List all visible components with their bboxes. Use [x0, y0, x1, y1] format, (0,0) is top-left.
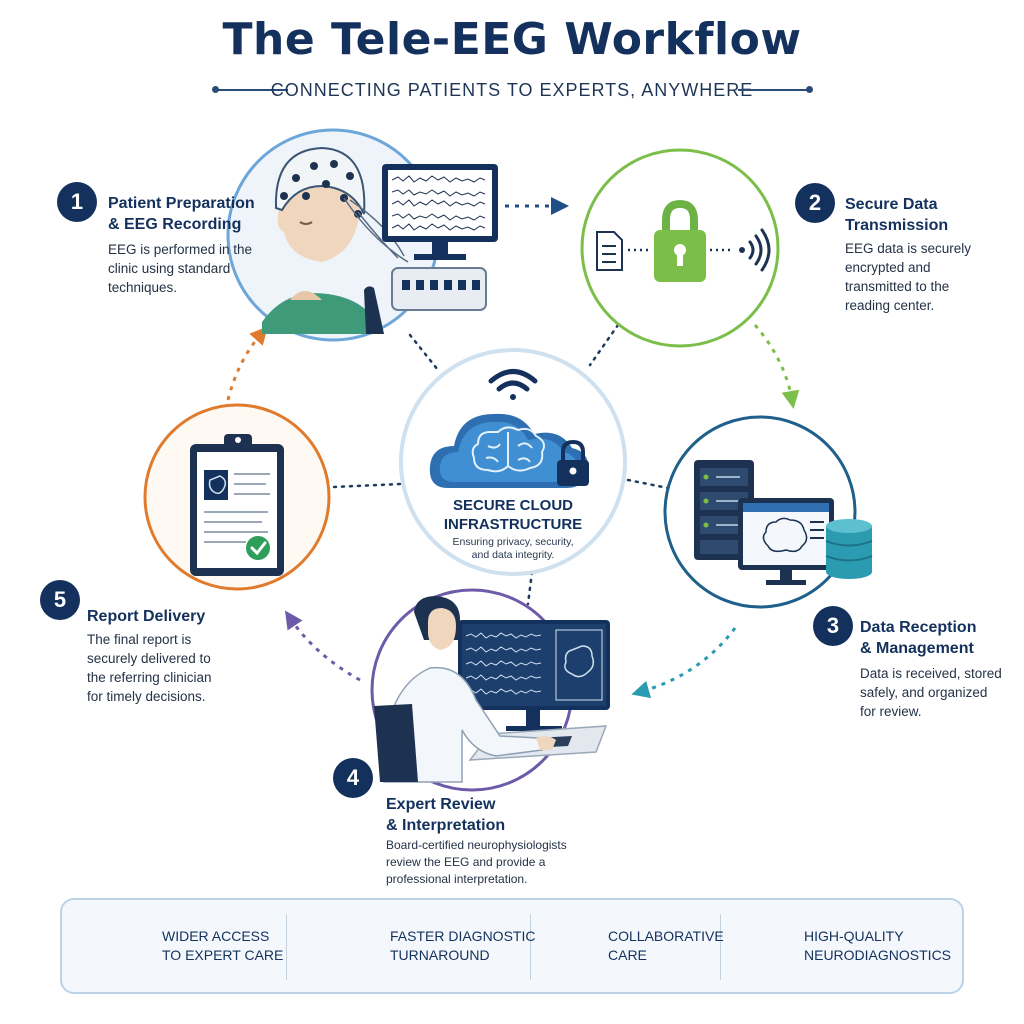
benefit-wider-access: WIDER ACCESS TO EXPERT CARE	[162, 900, 283, 992]
step-1-desc-line-2: clinic using standard	[108, 261, 231, 276]
benefit-label: WIDER ACCESS TO EXPERT CARE	[162, 928, 284, 963]
benefit-divider	[530, 914, 531, 980]
step-2-title-line-1: Secure Data	[845, 196, 938, 213]
benefit-high-quality: HIGH-QUALITY NEURODIAGNOSTICS	[804, 900, 951, 992]
subtitle-dot-left	[212, 86, 219, 93]
step-2-title: Secure Data Transmission	[845, 194, 948, 236]
step-4-desc-line-2: review the EEG and provide a	[386, 855, 546, 869]
step-2-title-line-2: Transmission	[845, 217, 949, 234]
step-5-desc-line-2: securely delivered to	[87, 651, 211, 666]
step-3-desc-line-2: safely, and organized	[860, 685, 988, 700]
page-subtitle: CONNECTING PATIENTS TO EXPERTS, ANYWHERE	[270, 80, 754, 100]
step-5-description: The final report is securely delivered t…	[87, 630, 212, 706]
step-5-desc-line-4: for timely decisions.	[87, 689, 206, 704]
step-2-desc-line-1: EEG data is securely	[845, 241, 972, 256]
step-5-title: Report Delivery	[87, 606, 205, 627]
benefit-divider	[720, 914, 721, 980]
page-title: The Tele-EEG Workflow	[222, 14, 802, 65]
step-3-illustration	[663, 415, 873, 609]
step-2-illustration	[580, 148, 780, 348]
step-2-desc-line-2: encrypted and	[845, 260, 931, 275]
step-2-description: EEG data is securely encrypted and trans…	[845, 239, 971, 315]
step-3-desc-line-1: Data is received, stored	[860, 666, 1002, 681]
arrow-2-to-3	[753, 324, 800, 409]
step-3-title-line-1: Data Reception	[860, 619, 977, 636]
step-4-badge: 4	[333, 758, 373, 798]
hub-desc-line-2: and data integrity.	[471, 549, 555, 561]
step-2-desc-line-3: transmitted to the	[845, 279, 950, 294]
benefit-label: COLLABORATIVE CARE	[608, 928, 724, 963]
step-4-title-line-1: Expert Review	[386, 796, 496, 813]
step-4-desc-line-3: professional interpretation.	[386, 872, 528, 886]
step-2-badge: 2	[795, 183, 835, 223]
benefit-label: HIGH-QUALITY NEURODIAGNOSTICS	[804, 928, 952, 963]
arrow-5-to-1	[226, 326, 268, 401]
step-2-desc-line-4: reading center.	[845, 298, 935, 313]
step-5-title-line-1: Report Delivery	[87, 608, 206, 625]
hub-title: SECURE CLOUD INFRASTRUCTURE	[413, 496, 613, 534]
subtitle-line-left	[218, 89, 288, 91]
step-4-illustration	[370, 588, 610, 792]
step-4-title: Expert Review & Interpretation	[386, 794, 505, 836]
step-1-title-line-1: Patient Preparation	[108, 195, 255, 212]
step-1-badge: 1	[57, 182, 97, 222]
step-5-badge: 5	[40, 580, 80, 620]
step-3-badge: 3	[813, 606, 853, 646]
step-3-title: Data Reception & Management	[860, 617, 976, 659]
subtitle-dot-right	[806, 86, 813, 93]
subtitle-line-right	[738, 89, 808, 91]
hub-desc-line-1: Ensuring privacy, security,	[452, 536, 574, 548]
step-5-desc-line-1: The final report is	[87, 632, 192, 647]
step-4-desc-line-1: Board-certified neurophysiologists	[386, 838, 567, 852]
signal-icon	[739, 228, 771, 272]
hub-description: Ensuring privacy, security, and data int…	[413, 536, 613, 562]
step-4-title-line-2: & Interpretation	[386, 817, 506, 834]
arrow-4-to-5	[284, 610, 361, 682]
step-1-title: Patient Preparation & EEG Recording	[108, 193, 255, 235]
step-1-illustration	[226, 128, 498, 342]
hub-title-line-2: INFRASTRUCTURE	[443, 516, 583, 533]
step-1-title-line-2: & EEG Recording	[108, 216, 242, 233]
step-1-description: EEG is performed in the clinic using sta…	[108, 240, 252, 297]
benefit-faster-turnaround: FASTER DIAGNOSTIC TURNAROUND	[390, 900, 535, 992]
hub-title-line-1: SECURE CLOUD	[452, 497, 573, 514]
hub-connectors	[332, 323, 670, 606]
step-1-desc-line-1: EEG is performed in the	[108, 242, 253, 257]
arrow-3-to-4	[631, 627, 737, 699]
cloud-brain-icon	[429, 413, 589, 488]
step-4-description: Board-certified neurophysiologists revie…	[386, 837, 567, 888]
benefit-divider	[286, 914, 287, 980]
database-icon	[825, 519, 873, 579]
step-5-illustration	[143, 403, 331, 591]
benefits-bar: WIDER ACCESS TO EXPERT CARE FASTER DIAGN…	[60, 898, 964, 994]
step-5-desc-line-3: the referring clinician	[87, 670, 212, 685]
benefit-label: FASTER DIAGNOSTIC TURNAROUND	[390, 928, 536, 963]
step-1-desc-line-3: techniques.	[108, 280, 178, 295]
benefit-collaborative-care: COLLABORATIVE CARE	[608, 900, 724, 992]
step-3-description: Data is received, stored safely, and org…	[860, 664, 1002, 721]
step-3-title-line-2: & Management	[860, 640, 974, 657]
padlock-icon	[557, 439, 589, 486]
wifi-icon	[488, 369, 538, 400]
step-3-desc-line-3: for review.	[860, 704, 922, 719]
